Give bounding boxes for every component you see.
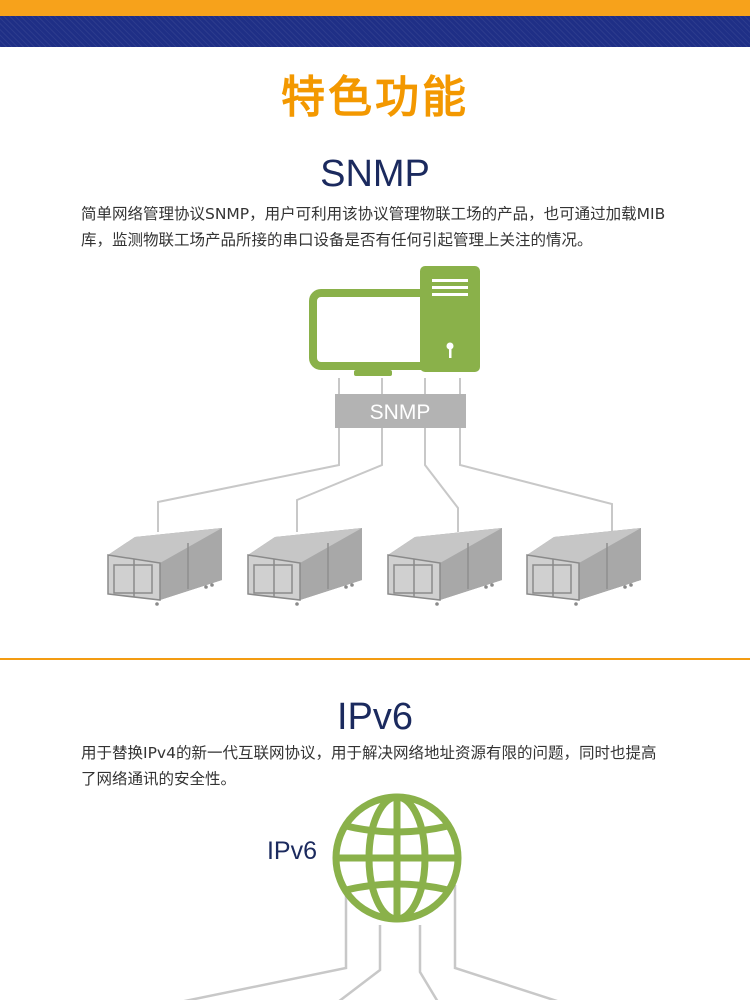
ipv6-diagram: IPv6 (183, 793, 558, 1000)
ipv6-globe-label: IPv6 (267, 837, 317, 865)
snmp-protocol-bar: SNMP (335, 394, 466, 428)
globe-icon (332, 793, 462, 923)
device-box-icon-2 (247, 527, 363, 607)
device-box-icon-1 (107, 527, 223, 607)
snmp-bar-label: SNMP (370, 401, 431, 424)
device-box-icon-3 (387, 527, 503, 607)
top-banner-bar (0, 16, 750, 47)
device-box-icon-4 (526, 527, 642, 607)
ipv6-description: 用于替换IPv4的新一代互联网协议，用于解决网络地址资源有限的问题，同时也提高了… (81, 744, 657, 788)
snmp-description: 简单网络管理协议SNMP，用户可利用该协议管理物联工场的产品，也可通过加载MIB… (81, 205, 666, 249)
server-tower-icon (420, 266, 480, 372)
snmp-section-title: SNMP (320, 153, 430, 195)
ipv6-connectors (183, 885, 558, 1000)
snmp-upper-connectors (338, 378, 461, 395)
computer-icon (309, 289, 435, 376)
snmp-diagram: SNMP (107, 266, 642, 607)
section-divider (0, 658, 750, 660)
page-title: 特色功能 (281, 72, 469, 123)
ipv6-section-title: IPv6 (336, 696, 414, 738)
top-accent-bar (0, 0, 750, 16)
snmp-lower-connectors (157, 428, 613, 532)
